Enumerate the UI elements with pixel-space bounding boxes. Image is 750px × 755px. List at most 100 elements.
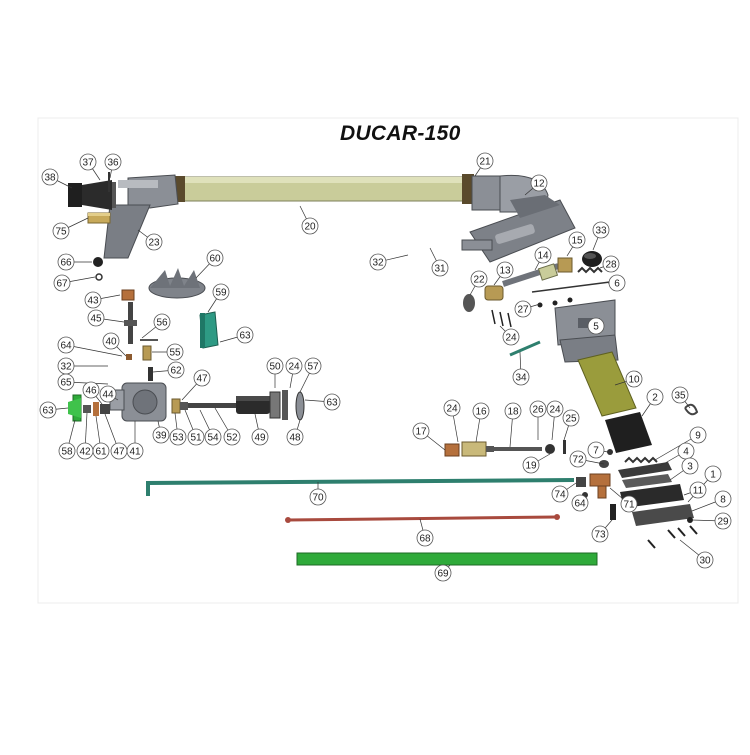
callout-number: 57 (307, 362, 319, 373)
callout-number: 75 (55, 227, 67, 238)
callout-number: 38 (44, 173, 56, 184)
callout-circle (104, 153, 122, 171)
callout-number: 62 (170, 366, 182, 377)
callout-circle (569, 450, 587, 468)
part-34-rod (509, 340, 541, 357)
callout-52: 52 (223, 428, 241, 446)
callout-circle (529, 400, 547, 418)
callout-circle (206, 249, 224, 267)
callout-circle (496, 261, 514, 279)
callout-27: 27 (514, 300, 532, 318)
callout-number: 26 (532, 405, 544, 416)
callout-number: 47 (113, 447, 125, 458)
callout-17: 17 (412, 422, 430, 440)
callout-circle (587, 317, 605, 335)
callout-circle (504, 402, 522, 420)
callout-number: 40 (105, 337, 117, 348)
callout-14: 14 (534, 246, 552, 264)
callout-45: 45 (87, 309, 105, 327)
callout-number: 48 (289, 433, 301, 444)
callout-70: 70 (309, 488, 327, 506)
callout-circle (551, 485, 569, 503)
callout-circle (514, 300, 532, 318)
callout-number: 46 (85, 386, 97, 397)
callout-circle (266, 357, 284, 375)
callout-circle (323, 393, 341, 411)
part-27-screws (537, 297, 573, 308)
callout-number: 64 (60, 341, 72, 352)
callout-48: 48 (286, 428, 304, 446)
callout-number: 44 (102, 390, 114, 401)
part-40-nut (126, 354, 132, 360)
part-23-left-housing (103, 174, 179, 259)
leader-line (65, 344, 123, 357)
callout-63: 63 (236, 326, 254, 344)
callout-number: 60 (209, 254, 221, 265)
callout-circle (434, 564, 452, 582)
callout-circle (57, 336, 75, 354)
callout-number: 63 (42, 406, 54, 417)
callout-number: 10 (628, 375, 640, 386)
part-3-plate (622, 474, 672, 488)
callout-number: 71 (623, 500, 635, 511)
callout-number: 1 (710, 470, 716, 481)
callout-number: 41 (129, 447, 141, 458)
part-48-disc (295, 391, 305, 421)
part-22-knob (463, 294, 475, 312)
callout-circle (53, 274, 71, 292)
callout-24: 24 (443, 399, 461, 417)
callout-number: 22 (473, 275, 485, 286)
callout-circle (546, 400, 564, 418)
callout-number: 8 (720, 495, 726, 506)
callout-29: 29 (714, 512, 732, 530)
callout-circle (714, 512, 732, 530)
callout-circle (625, 370, 643, 388)
callout-64: 64 (571, 494, 589, 512)
callout-73: 73 (591, 525, 609, 543)
callout-42: 42 (76, 442, 94, 460)
part-59-bracket (199, 311, 219, 349)
callout-circle (52, 222, 70, 240)
callout-circle (84, 291, 102, 309)
part-75-fitting (87, 212, 111, 224)
part-74-block (576, 477, 586, 487)
callout-number: 5 (593, 322, 599, 333)
callout-26: 26 (529, 400, 547, 418)
part-45-shaft (124, 302, 137, 344)
callout-number: 67 (56, 279, 68, 290)
callout-number: 36 (107, 158, 119, 169)
callout-number: 27 (517, 305, 529, 316)
callout-number: 28 (605, 260, 617, 271)
callout-72: 72 (569, 450, 587, 468)
callout-57: 57 (304, 357, 322, 375)
callout-number: 31 (434, 264, 446, 275)
callout-circle (169, 428, 187, 446)
callout-number: 7 (593, 446, 599, 457)
callout-number: 15 (571, 236, 583, 247)
callout-circle (152, 426, 170, 444)
callout-circle (304, 357, 322, 375)
callout-circle (301, 217, 319, 235)
part-70-rod (146, 478, 575, 496)
callout-circle (620, 495, 638, 513)
callout-circle (512, 368, 530, 386)
callout-47: 47 (193, 369, 211, 387)
callout-circle (309, 488, 327, 506)
callout-number: 33 (595, 226, 607, 237)
callout-63: 63 (39, 401, 57, 419)
callout-circle (470, 270, 488, 288)
callout-69: 69 (434, 564, 452, 582)
callout-number: 63 (326, 398, 338, 409)
callout-31: 31 (431, 259, 449, 277)
callout-11: 11 (689, 481, 707, 499)
callout-7: 7 (587, 441, 605, 459)
callout-circle (286, 428, 304, 446)
callout-8: 8 (714, 490, 732, 508)
callout-number: 55 (169, 348, 181, 359)
part-16-valve (461, 441, 494, 457)
callout-circle (476, 152, 494, 170)
callout-number: 3 (687, 462, 693, 473)
